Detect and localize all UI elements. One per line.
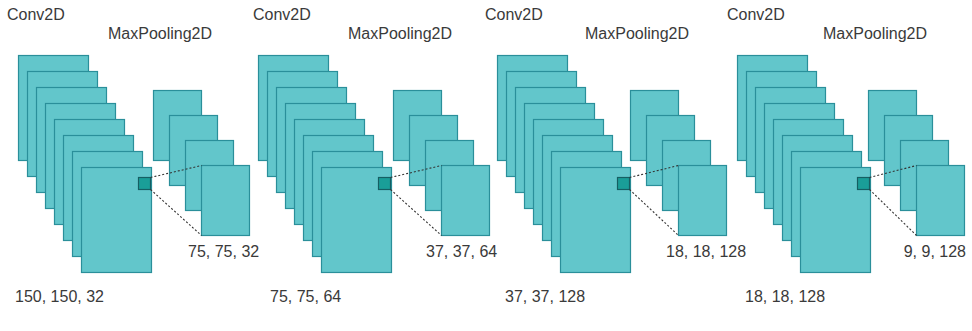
kernel-window [858, 178, 870, 190]
conv-layer-stack: Conv2D150, 150, 32 [18, 55, 151, 272]
kernel-window [618, 178, 630, 190]
feature-map [679, 166, 727, 236]
feature-map-stack [737, 55, 870, 272]
feature-map [561, 168, 631, 273]
feature-map-stack [630, 90, 726, 235]
feature-map-stack [497, 55, 630, 272]
kernel-window [379, 178, 391, 190]
pooling-layer-stack: MaxPooling2D9, 9, 128 [868, 90, 964, 235]
feature-map [322, 168, 392, 273]
feature-map-stack [868, 90, 964, 235]
conv-layer-stack: Conv2D37, 37, 128 [497, 55, 630, 272]
conv-layer-stack: Conv2D75, 75, 64 [258, 55, 391, 272]
feature-map [202, 166, 250, 236]
pooling-layer-stack: MaxPooling2D18, 18, 128 [630, 90, 726, 235]
feature-map [82, 168, 152, 273]
feature-map [442, 166, 490, 236]
feature-map-stack [258, 55, 391, 272]
feature-map-stack [393, 90, 489, 235]
conv-layer-stack: Conv2D18, 18, 128 [737, 55, 870, 272]
feature-map [801, 168, 871, 273]
pooling-layer-stack: MaxPooling2D75, 75, 32 [153, 90, 249, 235]
feature-map-stack [153, 90, 249, 235]
kernel-window [139, 178, 151, 190]
pooling-layer-stack: MaxPooling2D37, 37, 64 [393, 90, 489, 235]
feature-map-stack [18, 55, 151, 272]
feature-map [917, 166, 965, 236]
